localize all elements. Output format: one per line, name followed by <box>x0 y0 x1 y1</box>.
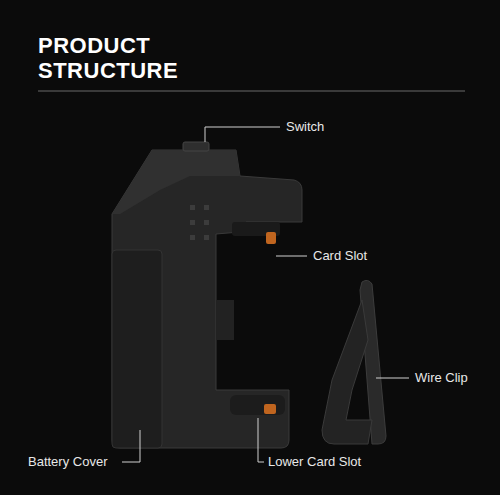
device-top <box>112 150 240 214</box>
divider-line <box>38 91 465 92</box>
slot-contact <box>266 232 276 244</box>
leader-lines <box>122 127 409 462</box>
wire-clip-jaw <box>322 300 372 444</box>
part-label: Battery Cover <box>28 454 107 470</box>
body-groove <box>216 300 234 340</box>
lower-card-slot <box>230 395 285 415</box>
vent-dots <box>190 205 209 240</box>
part-label: Switch <box>286 119 324 135</box>
diagram-title: PRODUCT STRUCTURE <box>38 33 198 83</box>
switch-button <box>183 142 209 151</box>
part-label: Lower Card Slot <box>268 454 361 470</box>
part-label: Card Slot <box>313 248 367 264</box>
part-label: Wire Clip <box>415 370 468 386</box>
battery-cover <box>112 250 162 448</box>
slot-contact <box>264 404 276 414</box>
wire-clip-plate <box>360 280 386 444</box>
device-body <box>112 150 302 448</box>
